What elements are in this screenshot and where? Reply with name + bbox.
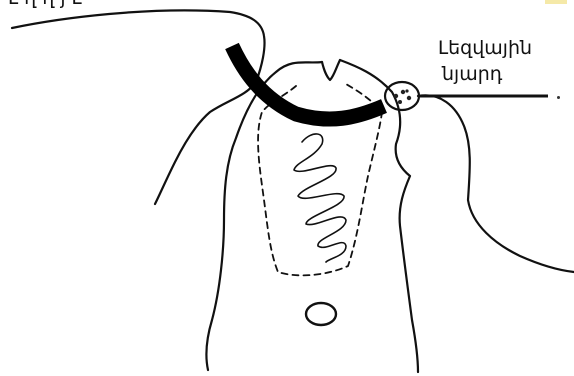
nerve-label-line1: Լեզվային <box>438 37 532 60</box>
stray-dot <box>557 96 560 99</box>
foramen-oval <box>306 303 336 325</box>
root-zigzag-fill <box>294 134 346 262</box>
corner-mark <box>545 0 567 4</box>
nerve-circle <box>385 82 419 110</box>
top-clipped-caption: Լ ղ ղ յ Լ <box>8 0 82 10</box>
bone-left-contour <box>206 62 322 370</box>
nerve-label-line2: նյարդ <box>442 63 502 86</box>
outer-right-contour <box>418 95 574 272</box>
alveolar-crest-notch <box>322 60 340 80</box>
instrument-arc <box>232 46 384 119</box>
